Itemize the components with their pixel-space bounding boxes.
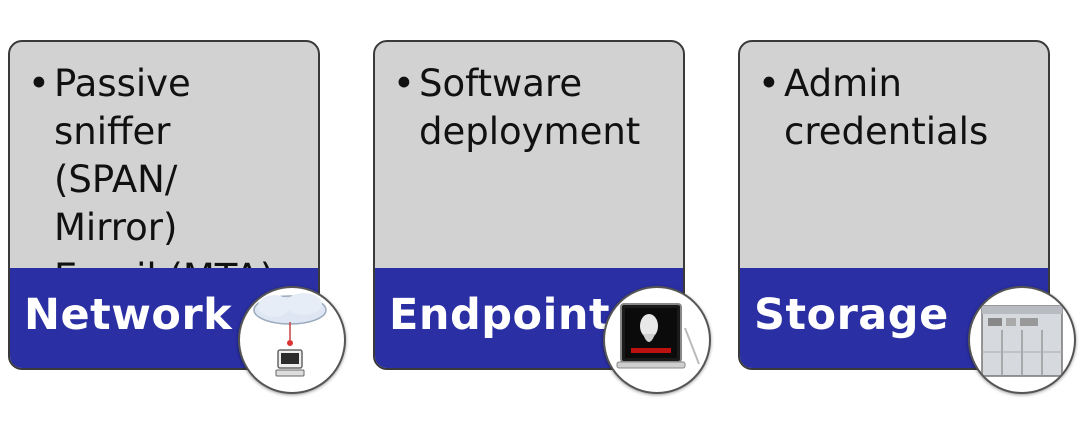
- bullet-item: Software deployment: [387, 60, 649, 156]
- network-card: Passive sniffer (SPAN/ Mirror) Email (MT…: [8, 40, 320, 370]
- endpoint-card: Software deployment Endpoint: [373, 40, 685, 370]
- laptop-icon: [603, 286, 711, 394]
- card-body: Software deployment: [375, 42, 683, 268]
- bullet-list: Passive sniffer (SPAN/ Mirror) Email (MT…: [10, 42, 318, 302]
- card-body: Admin credentials: [740, 42, 1048, 268]
- bullet-list: Software deployment: [375, 42, 683, 156]
- bullet-item: Passive sniffer (SPAN/ Mirror): [22, 60, 304, 252]
- bullet-list: Admin credentials: [740, 42, 1048, 156]
- card-title: Storage: [754, 290, 949, 340]
- card-title: Endpoint: [389, 290, 610, 340]
- cloud-computer-icon: [238, 286, 346, 394]
- storage-server-icon: [968, 286, 1076, 394]
- bullet-item: Admin credentials: [752, 60, 1004, 156]
- card-title: Network: [24, 290, 233, 340]
- card-body: Passive sniffer (SPAN/ Mirror) Email (MT…: [10, 42, 318, 302]
